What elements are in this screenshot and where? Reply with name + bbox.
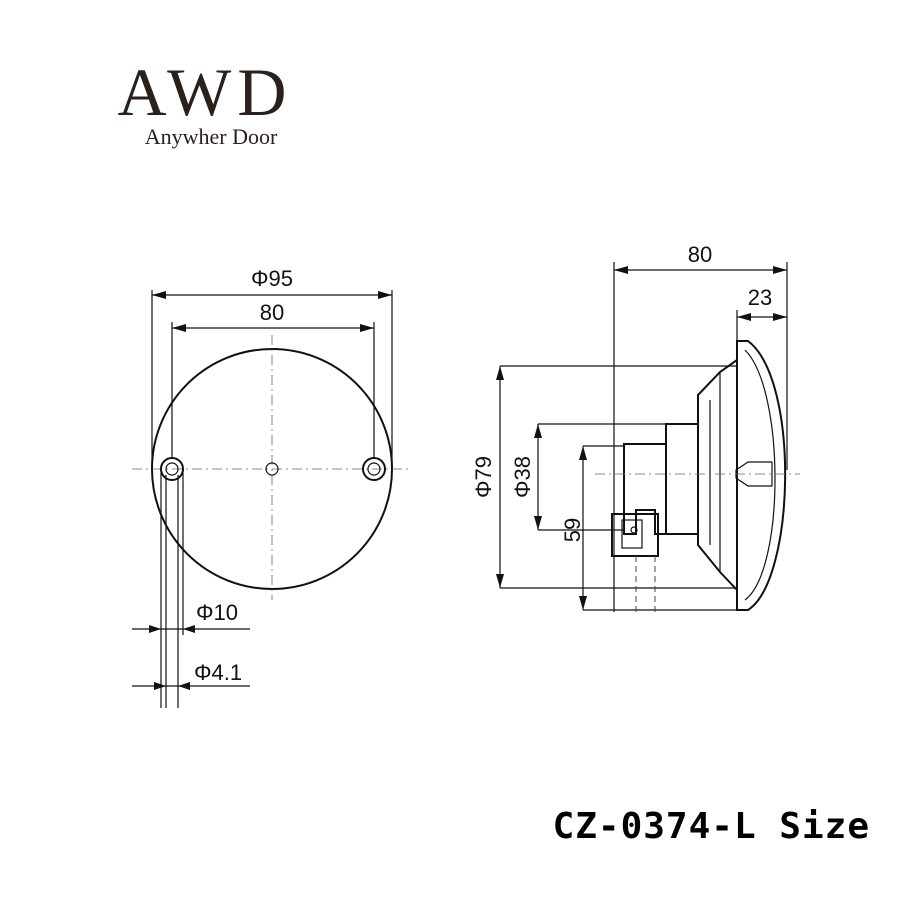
brand-logo: AWD Anywher Door bbox=[55, 58, 355, 158]
knob-label: 23 bbox=[748, 285, 772, 310]
screw-hole-label: Φ4.1 bbox=[194, 660, 242, 685]
shank-diameter-label: Φ38 bbox=[510, 456, 535, 498]
knob-cap bbox=[736, 340, 787, 611]
outer-diameter-label: Φ95 bbox=[251, 266, 293, 291]
hole-spacing-label: 80 bbox=[260, 300, 284, 325]
logo-mark: AWD bbox=[117, 54, 293, 130]
side-view: 80 23 Φ79 bbox=[471, 242, 800, 612]
rose-diameter-label: Φ79 bbox=[471, 456, 496, 498]
spindle bbox=[623, 443, 667, 535]
center-mark bbox=[265, 462, 279, 476]
front-view: Φ95 80 Φ10 Φ4.1 bbox=[132, 266, 412, 708]
knob-cone bbox=[697, 359, 738, 591]
model-size-label: CZ-0374-L Size bbox=[552, 806, 870, 847]
depth-label: 80 bbox=[688, 242, 712, 267]
logo-tagline: Anywher Door bbox=[144, 124, 278, 149]
cap-stud bbox=[735, 461, 773, 487]
shank bbox=[665, 423, 699, 535]
latch-block bbox=[611, 513, 659, 557]
offset-label: 59 bbox=[560, 518, 585, 542]
screw-head-label: Φ10 bbox=[196, 600, 238, 625]
